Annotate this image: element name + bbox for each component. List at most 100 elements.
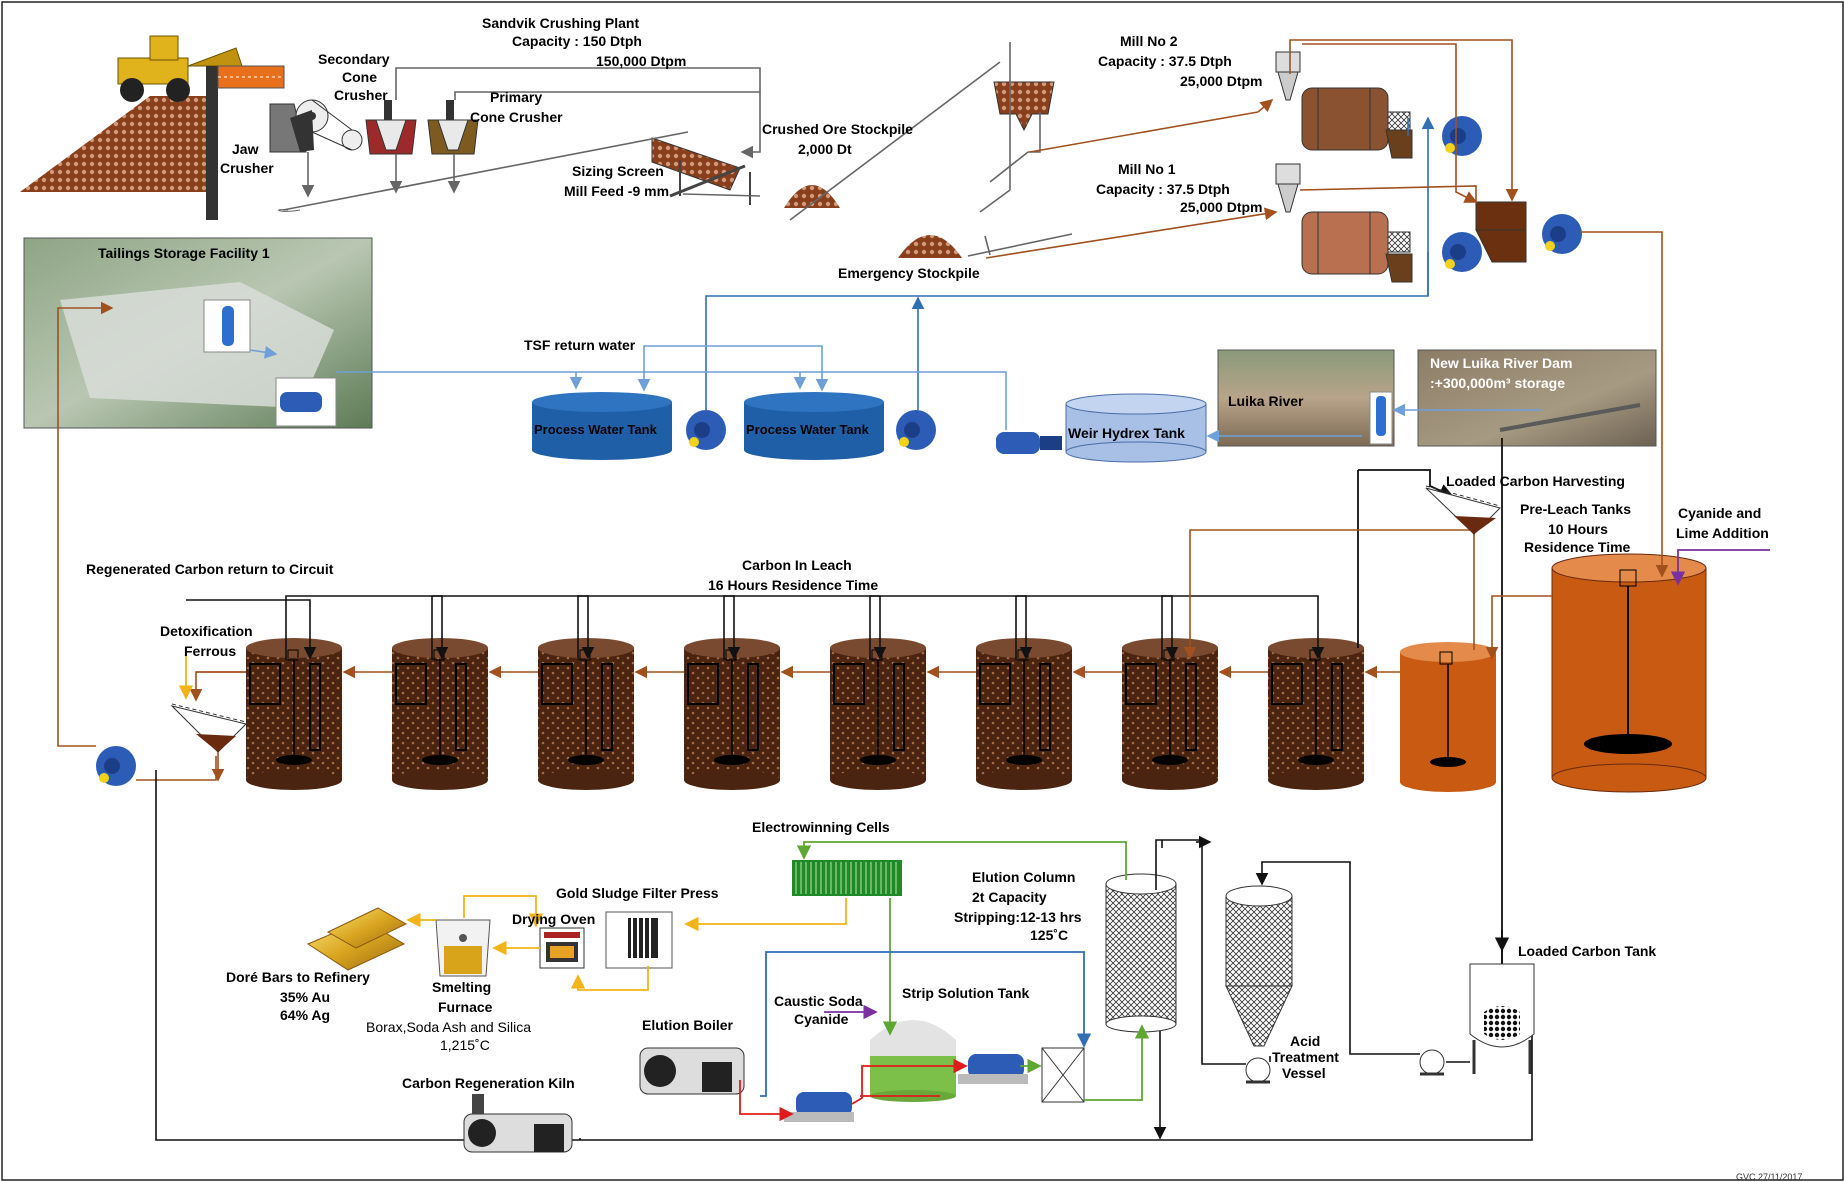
label-detox-1: Detoxification: [160, 623, 253, 639]
loader-icon: [117, 35, 243, 102]
label-loaded-carbon-tank: Loaded Carbon Tank: [1518, 943, 1656, 959]
carbon-transfer: [431, 595, 595, 660]
label-cil-1: Carbon In Leach: [742, 557, 852, 573]
label-mill2-3: 25,000 Dtpm: [1180, 73, 1262, 89]
label-smelting-3: Borax,Soda Ash and Silica: [366, 1019, 531, 1035]
label-mill2-1: Mill No 2: [1120, 33, 1178, 49]
pump-icon: [784, 1092, 854, 1122]
carbon-transfer: [285, 595, 449, 660]
sizing-screen-icon: [651, 137, 751, 205]
label-cyanide-2: Lime Addition: [1676, 525, 1769, 541]
label-crushed-ore-2: 2,000 Dt: [798, 141, 852, 157]
label-secondary-3: Crusher: [334, 87, 388, 103]
label-tsf: Tailings Storage Facility 1: [98, 245, 270, 261]
strip-solution-tank: [870, 1020, 956, 1102]
label-secondary-2: Cone: [342, 69, 377, 85]
crushed-ore-stockpile: [784, 185, 840, 208]
label-smelting-4: 1,215˚C: [440, 1037, 490, 1053]
emergency-stockpile: [898, 235, 962, 258]
milling-section: [1275, 51, 1527, 283]
label-mill2-2: Capacity : 37.5 Dtph: [1098, 53, 1232, 69]
process-water-tank-2: [744, 392, 884, 460]
label-dore-2: 35% Au: [280, 989, 330, 1005]
label-caustic-2: Cyanide: [794, 1011, 849, 1027]
hydrocyclone-icon: [1275, 163, 1301, 213]
label-secondary-1: Secondary: [318, 51, 390, 67]
submersible-pump-icon: [203, 299, 251, 353]
label-mill1-3: 25,000 Dtpm: [1180, 199, 1262, 215]
label-electrowinning: Electrowinning Cells: [752, 819, 890, 835]
pump-icon: [996, 432, 1062, 454]
pump-icon: [1442, 116, 1482, 156]
label-jaw-1: Jaw: [232, 141, 259, 157]
label-emergency: Emergency Stockpile: [838, 265, 980, 281]
primary-cone-crusher-icon: [427, 100, 479, 155]
label-regen-return: Regenerated Carbon return to Circuit: [86, 561, 334, 577]
label-loaded-harvest: Loaded Carbon Harvesting: [1446, 473, 1625, 489]
hydrocyclone-icon: [1275, 51, 1301, 101]
label-dore-1: Doré Bars to Refinery: [226, 969, 370, 985]
pump-icon: [686, 410, 726, 450]
ball-mill-icon: [1301, 87, 1413, 159]
pump-icon: [96, 746, 136, 786]
filter-press-icon: [605, 911, 673, 969]
luika-river-photo: [1217, 349, 1395, 447]
secondary-cone-crusher-icon: [365, 100, 417, 155]
loaded-carbon-tank-icon: [1469, 963, 1535, 1074]
cil-tank: [538, 638, 634, 790]
label-preleach-1: Pre-Leach Tanks: [1520, 501, 1631, 517]
label-caustic-1: Caustic Soda: [774, 993, 863, 1009]
carbon-transfer: [1161, 595, 1325, 660]
detox-cone: [170, 703, 247, 753]
label-preleach-2: 10 Hours: [1548, 521, 1608, 537]
label-crushed-ore-1: Crushed Ore Stockpile: [762, 121, 913, 137]
mill-discharge-sump: [1475, 201, 1527, 263]
cil-tank: [1122, 638, 1218, 790]
ore-stockpile: [20, 96, 210, 192]
kiln-icon: [463, 1094, 573, 1153]
cil-tank: [392, 638, 488, 790]
label-primary-1: Primary: [490, 89, 542, 105]
label-plant-cap1: Capacity : 150 Dtph: [512, 33, 642, 49]
elution-boiler-icon: [639, 1047, 745, 1095]
label-strip-tank: Strip Solution Tank: [902, 985, 1030, 1001]
label-sizing-1: Sizing Screen: [572, 163, 664, 179]
tsf-photo: [23, 237, 373, 429]
label-elution-boiler: Elution Boiler: [642, 1017, 734, 1033]
crushing-section: [20, 35, 1073, 258]
label-primary-2: Cone Crusher: [470, 109, 563, 125]
carbon-transfer: [723, 595, 887, 660]
label-elution-col-3: Stripping:12-13 hrs: [954, 909, 1082, 925]
label-filter-press: Gold Sludge Filter Press: [556, 885, 719, 901]
electrowinning-cell-icon: [792, 860, 902, 896]
label-weir-tank: Weir Hydrex Tank: [1068, 425, 1185, 441]
label-dam-2: :+300,000m³ storage: [1430, 375, 1565, 391]
pump-icon: [896, 410, 936, 450]
ball-mill-icon: [1301, 211, 1413, 283]
label-elution-col-4: 125˚C: [1030, 927, 1068, 943]
label-mill1-1: Mill No 1: [1118, 161, 1176, 177]
gold-bars-icon: [306, 907, 408, 971]
carbon-transfer: [1015, 595, 1179, 660]
jaw-crusher-icon: [269, 99, 363, 153]
label-plant-title: Sandvik Crushing Plant: [482, 15, 639, 31]
label-cyanide-1: Cyanide and: [1678, 505, 1761, 521]
process-water-tank-1: [532, 392, 672, 460]
pump-icon: [1245, 1057, 1271, 1084]
label-footer: GVC 27/11/2017: [1736, 1172, 1802, 1182]
cil-tank: [1268, 638, 1364, 790]
label-cil-2: 16 Hours Residence Time: [708, 577, 878, 593]
dam-photo: [1417, 349, 1657, 447]
loaded-carbon-harvest-cone: [1425, 485, 1501, 535]
label-dore-3: 64% Ag: [280, 1007, 330, 1023]
furnace-icon: [435, 919, 491, 977]
carbon-transfer: [869, 595, 1033, 660]
label-elution-col-2: 2t Capacity: [972, 889, 1047, 905]
label-drying-oven: Drying Oven: [512, 911, 595, 927]
carbon-transfer: [577, 595, 741, 660]
label-tsf-return: TSF return water: [524, 337, 636, 353]
label-jaw-2: Crusher: [220, 160, 274, 176]
label-acid-3: Vessel: [1282, 1065, 1326, 1081]
